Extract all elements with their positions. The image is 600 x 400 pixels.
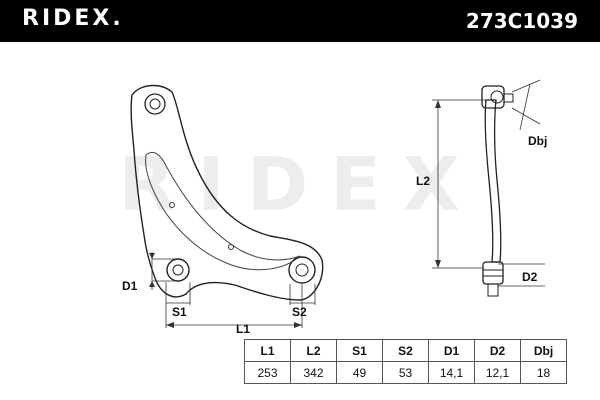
spec-header-d1: D1 xyxy=(428,339,475,362)
spec-header-s2: S2 xyxy=(382,339,429,362)
spec-table: L1 L2 S1 S2 D1 D2 Dbj 253 342 49 53 14,1… xyxy=(244,339,567,384)
spec-value-d2: 12,1 xyxy=(474,361,521,384)
label-l1: L1 xyxy=(236,322,250,336)
spec-value-dbj: 18 xyxy=(520,361,567,384)
spec-value-row: 253 342 49 53 14,1 12,1 18 xyxy=(244,361,567,384)
spec-value-l1: 253 xyxy=(244,361,291,384)
side-bushing-sleeve xyxy=(487,283,499,297)
part-number: 273C1039 xyxy=(465,9,578,33)
label-s2: S2 xyxy=(292,305,307,319)
label-d1: D1 xyxy=(122,279,138,293)
watermark-text: RIDEX xyxy=(118,142,482,228)
rib-hole-lower xyxy=(228,244,234,250)
side-bushing xyxy=(482,261,504,285)
control-arm-rib xyxy=(145,151,301,271)
side-ball-joint-cap xyxy=(503,93,514,103)
bushing-s2-outer xyxy=(288,256,316,284)
side-ball-joint-stud xyxy=(490,90,504,104)
bushing-s1-inner xyxy=(172,264,184,276)
label-dbj: Dbj xyxy=(528,134,547,148)
dimension-arrows-side xyxy=(435,100,441,268)
label-s1: S1 xyxy=(172,305,187,319)
spec-value-d1: 14,1 xyxy=(428,361,475,384)
label-d2: D2 xyxy=(522,270,538,284)
spec-value-l2: 342 xyxy=(290,361,337,384)
spec-header-l1: L1 xyxy=(244,339,291,362)
spec-value-s1: 49 xyxy=(336,361,383,384)
brand-logo: RIDEX. xyxy=(22,6,124,31)
spec-header-row: L1 L2 S1 S2 D1 D2 Dbj xyxy=(244,339,567,362)
spec-header-s1: S1 xyxy=(336,339,383,362)
spec-header-dbj: Dbj xyxy=(520,339,567,362)
spec-header-d2: D2 xyxy=(474,339,521,362)
header-bar: RIDEX. 273C1039 xyxy=(0,0,600,42)
ball-joint-eye-inner xyxy=(149,98,161,110)
spec-header-l2: L2 xyxy=(290,339,337,362)
technical-drawing: RIDEX D1 S1 S2 L1 xyxy=(118,79,547,336)
side-view-arm xyxy=(484,99,502,263)
rib-hole-upper xyxy=(169,202,175,208)
control-arm-outline xyxy=(130,84,324,301)
bushing-s2-inner xyxy=(295,263,309,277)
spec-value-s2: 53 xyxy=(382,361,429,384)
label-l2: L2 xyxy=(416,174,430,188)
dimension-arrows-front xyxy=(149,253,302,328)
dimension-lines-side xyxy=(432,79,545,287)
dimension-lines-front xyxy=(151,252,316,328)
bushing-s1-outer xyxy=(166,258,190,282)
ball-joint-eye-outer xyxy=(144,93,166,115)
